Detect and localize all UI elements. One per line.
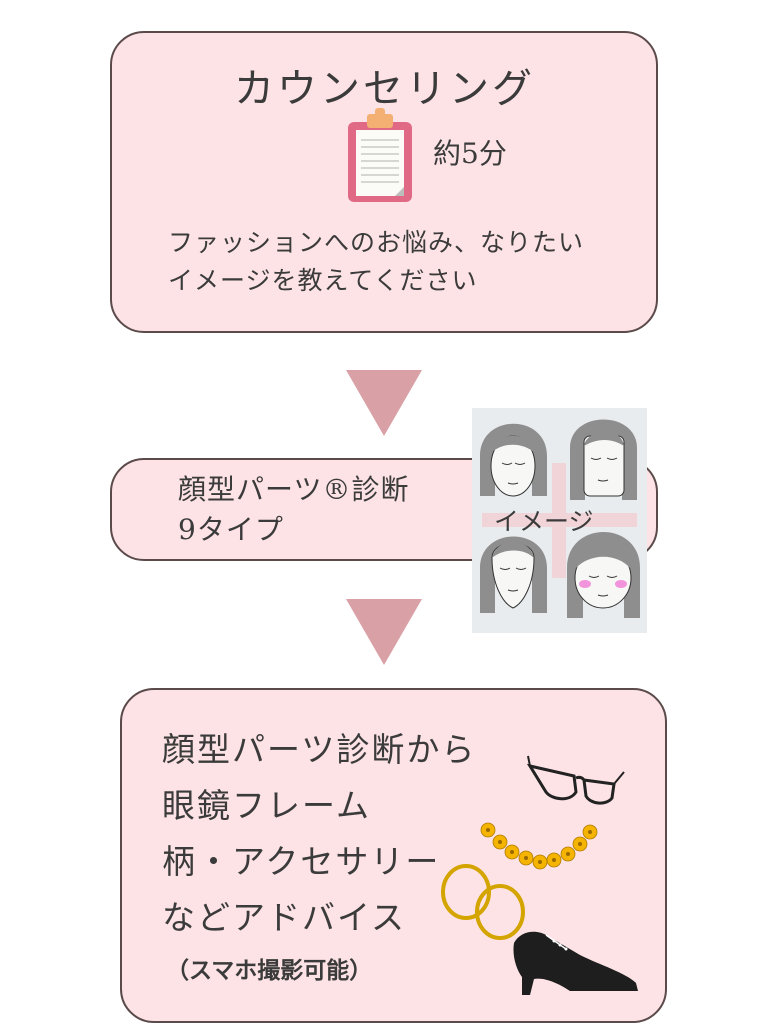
face-diagnosis-title: 顔型パーツ®診断 9タイプ (178, 470, 409, 550)
counseling-title: カウンセリング (234, 66, 535, 112)
glasses-icon (526, 755, 625, 805)
advice-line-1: 顔型パーツ診断から (162, 730, 477, 769)
advice-text: 顔型パーツ診断から 眼鏡フレーム 柄・アクセサリー などアドバイス (162, 722, 476, 946)
advice-line-2: 眼鏡フレーム (162, 786, 372, 825)
smartphone-photo-note: （スマホ撮影可能） (166, 958, 373, 984)
image-label: イメージ (494, 507, 594, 536)
description-line-1: ファッションへのお悩み、なりたい (168, 228, 585, 257)
face-types-illustration (472, 408, 647, 633)
flower-necklace-icon (480, 822, 598, 870)
hoop-earrings-icon (441, 864, 525, 940)
down-arrow-icon (346, 599, 422, 665)
duration-label: 約5分 (433, 137, 507, 170)
counseling-description: ファッションへのお悩み、なりたい イメージを教えてください (168, 224, 584, 300)
advice-line-3: 柄・アクセサリー (162, 842, 441, 881)
face-types-graphic (472, 408, 647, 633)
face-diagnosis-line-1: 顔型パーツ®診断 (178, 473, 410, 506)
down-arrow-icon (346, 370, 422, 436)
shoe-icon (513, 931, 638, 995)
description-line-2: イメージを教えてください (168, 266, 478, 295)
advice-line-4: などアドバイス (162, 898, 407, 937)
clipboard-icon (348, 108, 412, 202)
face-diagnosis-line-2: 9タイプ (178, 513, 284, 546)
